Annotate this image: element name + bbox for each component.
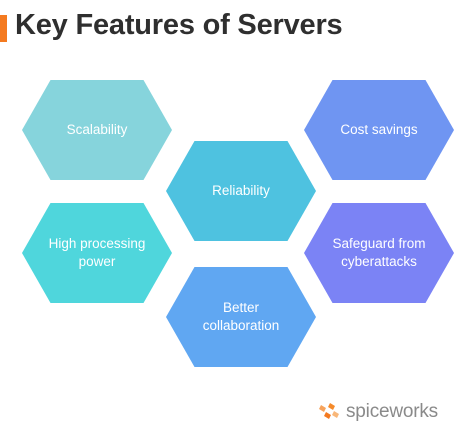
feature-hexagon-high-processing-power: High processing power bbox=[22, 203, 172, 303]
feature-label: Scalability bbox=[66, 122, 128, 137]
spiceworks-logo-icon bbox=[319, 403, 339, 419]
feature-label: Better collaboration bbox=[202, 300, 280, 333]
feature-hexagon-better-collaboration: Better collaboration bbox=[166, 267, 316, 367]
feature-label: Safeguard from cyberattacks bbox=[332, 236, 426, 269]
feature-hexagon-safeguard: Safeguard from cyberattacks bbox=[304, 203, 454, 303]
brand-name: spiceworks bbox=[346, 401, 438, 422]
brand-logo: spiceworks bbox=[318, 400, 438, 424]
feature-label: High processing power bbox=[48, 236, 146, 269]
feature-hexagon-scalability: Scalability bbox=[22, 80, 172, 180]
feature-hexagon-cost-savings: Cost savings bbox=[304, 80, 454, 180]
feature-label: Cost savings bbox=[340, 122, 418, 137]
page-title: Key Features of Servers bbox=[15, 9, 343, 41]
feature-label: Reliability bbox=[212, 183, 270, 198]
title-accent-bar bbox=[0, 15, 7, 42]
feature-hexagon-reliability: Reliability bbox=[166, 141, 316, 241]
